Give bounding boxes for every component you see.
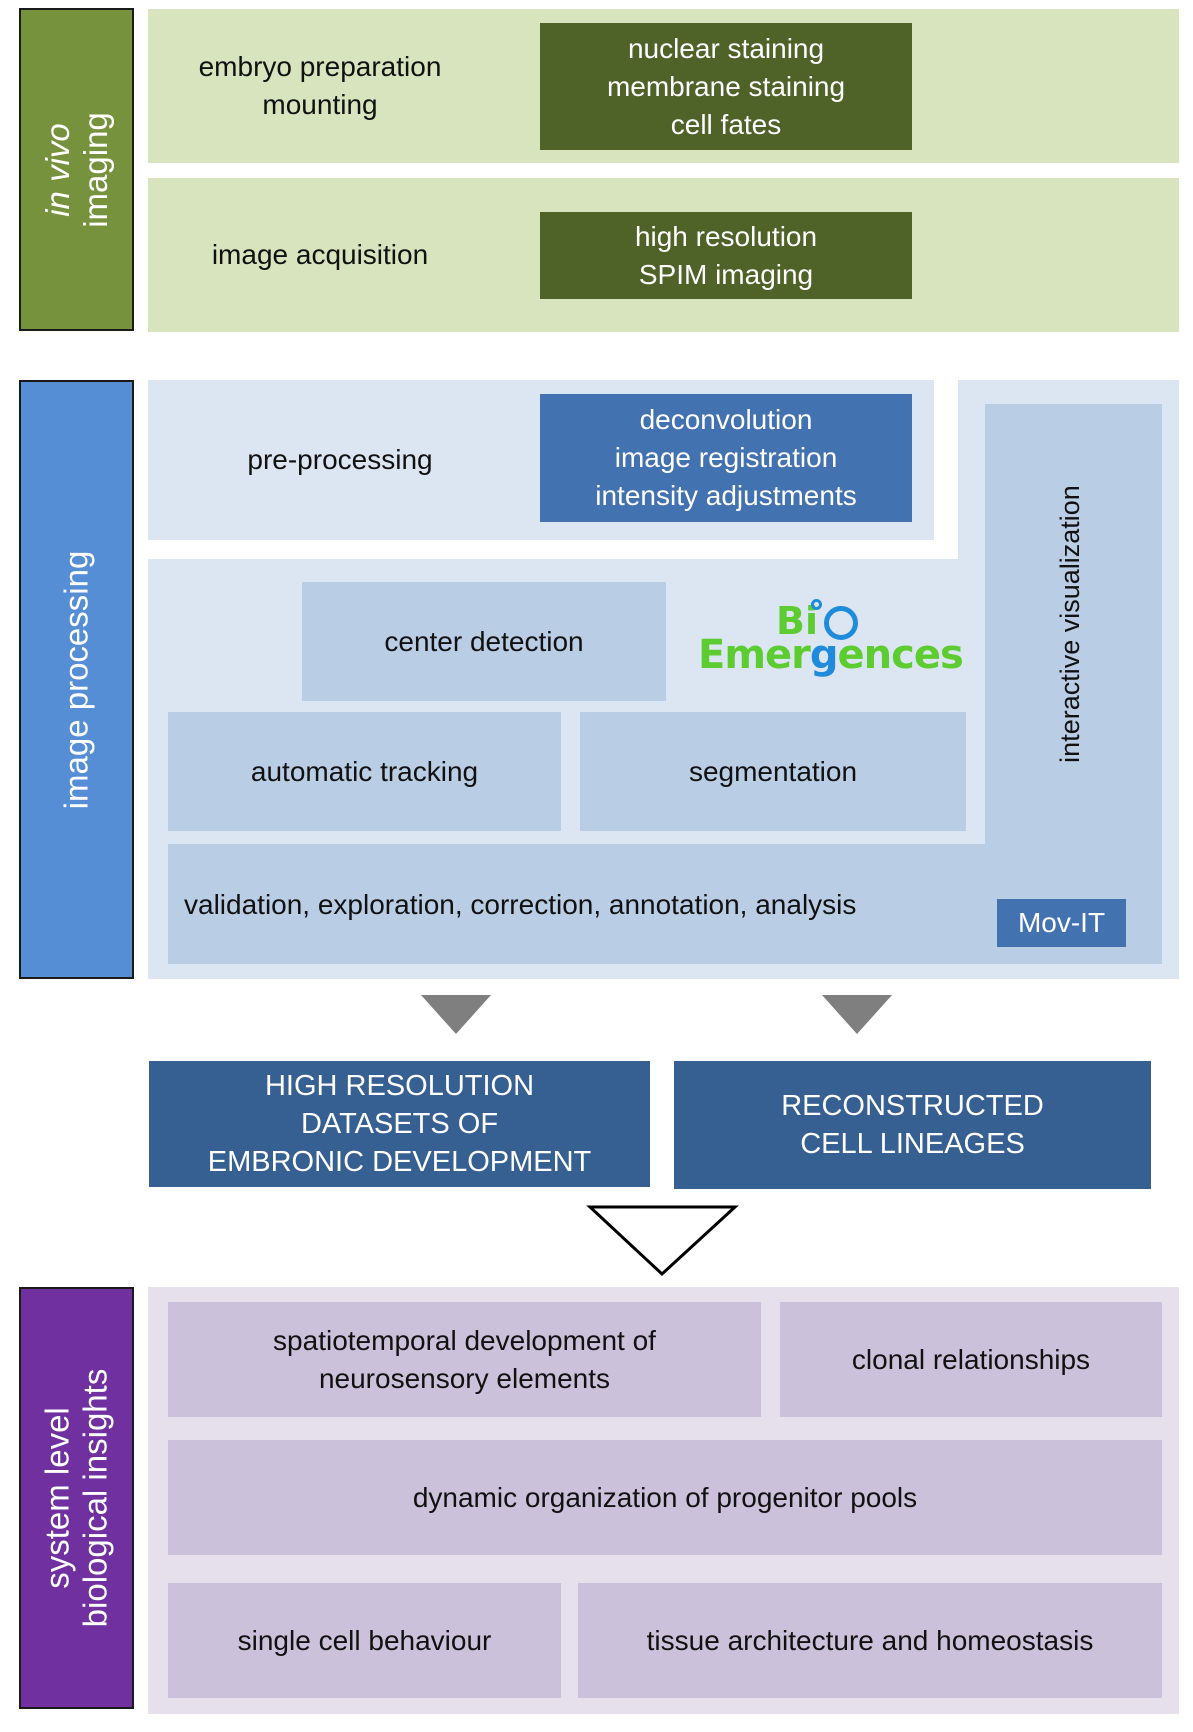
- automatic-tracking-box: automatic tracking: [168, 712, 561, 831]
- segmentation-box: segmentation: [580, 712, 966, 831]
- spim-imaging-box: high resolution SPIM imaging: [540, 212, 912, 299]
- in-vivo-imaging-sidebar: in vivo imaging: [19, 8, 134, 331]
- staining-box: nuclear staining membrane staining cell …: [540, 23, 912, 150]
- insight-spatiotemporal: spatiotemporal development of neurosenso…: [168, 1302, 761, 1417]
- reconstructed-cell-lineages-box: RECONSTRUCTED CELL LINEAGES: [674, 1061, 1151, 1189]
- logo-bi: Bi: [776, 599, 818, 643]
- insight-clonal-relationships: clonal relationships: [780, 1302, 1162, 1417]
- logo-small-circle-icon: [811, 599, 822, 610]
- hollow-down-arrow-icon: [586, 1205, 739, 1277]
- insight-progenitor-pools: dynamic organization of progenitor pools: [168, 1440, 1162, 1555]
- imaging-label: imaging: [76, 111, 114, 228]
- insights-sidebar-label: system level biological insights: [39, 1369, 115, 1628]
- in-vivo-italic-label: in vivo: [38, 122, 76, 217]
- high-resolution-datasets-box: HIGH RESOLUTION DATASETS OF EMBRONIC DEV…: [149, 1061, 650, 1187]
- image-acquisition-label: image acquisition: [211, 239, 429, 270]
- logo-ences: ences: [837, 632, 964, 678]
- validation-box: [168, 844, 1162, 964]
- logo-circle-icon: [824, 606, 858, 640]
- image-processing-label: image processing: [57, 550, 95, 809]
- interactive-visualization-label: interactive visualization: [1055, 485, 1086, 763]
- in-vivo-sidebar-label: in vivo imaging: [39, 112, 115, 228]
- down-arrow-left-icon: [421, 995, 491, 1034]
- bioemergences-logo: Bi Emergences: [698, 598, 968, 694]
- down-arrow-right-icon: [822, 995, 892, 1034]
- logo-g: g: [809, 632, 839, 678]
- image-processing-sidebar: image processing: [19, 380, 134, 979]
- biological-insights-label: biological insights: [76, 1368, 114, 1628]
- validation-label: validation, exploration, correction, ann…: [184, 889, 857, 920]
- insight-single-cell-behaviour: single cell behaviour: [168, 1583, 561, 1698]
- center-detection-box: center detection: [302, 582, 666, 701]
- mov-it-badge: Mov-IT: [997, 899, 1126, 947]
- interactive-visualization-label-wrap: interactive visualization: [985, 404, 1155, 844]
- preprocessing-label: pre-processing: [247, 444, 433, 475]
- logo-emer: Emer: [698, 632, 811, 678]
- system-level-label: system level: [38, 1407, 76, 1589]
- insights-sidebar: system level biological insights: [19, 1287, 134, 1709]
- insight-tissue-architecture: tissue architecture and homeostasis: [578, 1583, 1162, 1698]
- preprocessing-steps-box: deconvolution image registration intensi…: [540, 394, 912, 522]
- embryo-preparation-label: embryo preparation mounting: [198, 51, 442, 120]
